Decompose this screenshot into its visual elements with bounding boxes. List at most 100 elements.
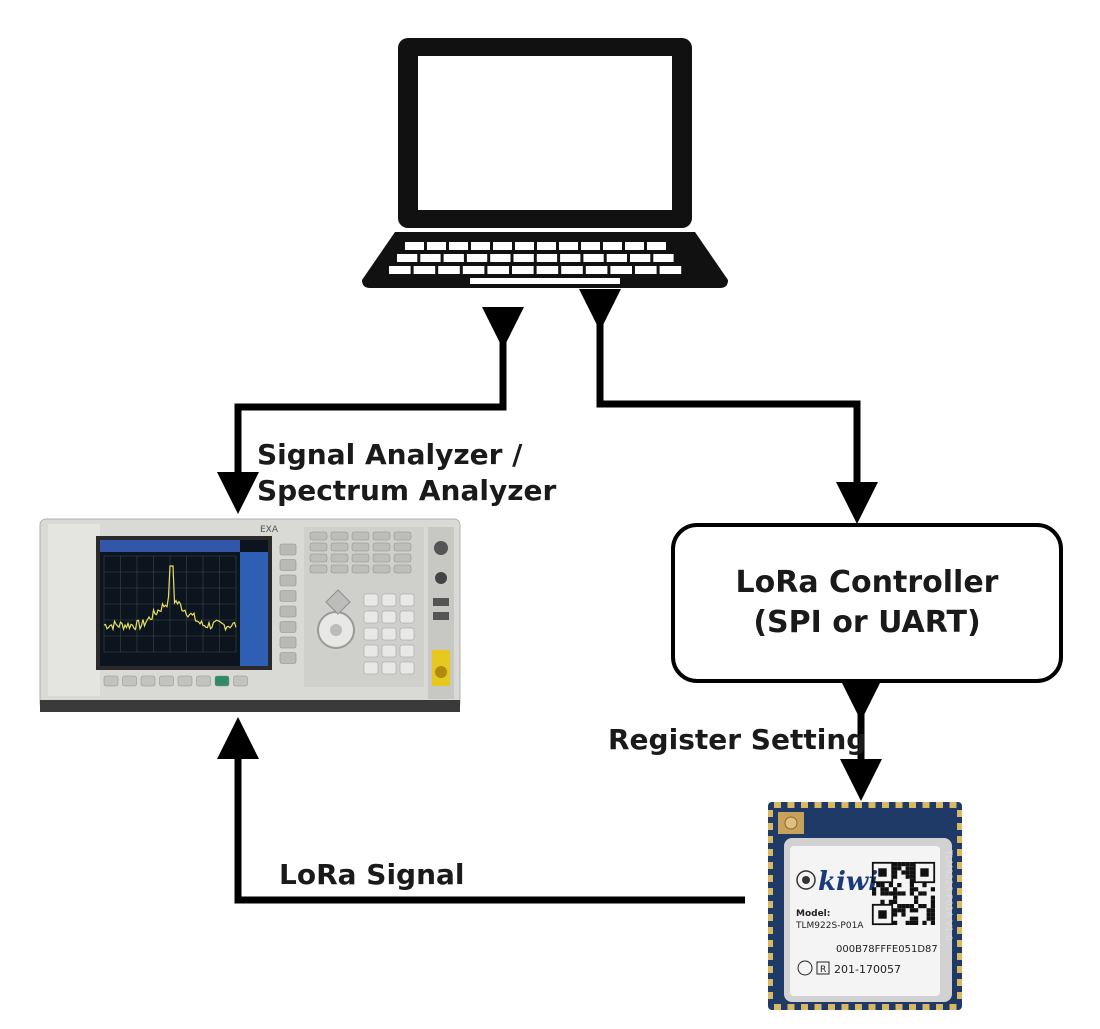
qr-cell [914,908,919,913]
qr-cell [893,891,898,896]
laptop-key [471,242,490,250]
qr-cell [905,870,910,875]
module-pad [882,802,889,808]
qr-cell [876,883,881,888]
link-module-analyzer [217,717,745,904]
module-pad [957,823,962,830]
qr-cell [897,862,902,867]
laptop-key [561,266,583,274]
number-key [399,661,415,675]
qr-cell [893,874,898,879]
panel-key [309,542,328,552]
qr-cell [926,912,931,917]
qr-cell [914,895,919,900]
qr-cell [901,912,906,917]
module-pad [895,802,903,808]
laptop-key [397,254,418,262]
laptop-key [659,266,682,274]
module-pad [909,1004,916,1010]
module-pad [768,888,773,895]
laptop-key [515,242,534,250]
module-pad [768,927,773,934]
qr-cell [930,904,935,909]
laptop-key [560,254,581,262]
analyzer-bottom-keys [103,675,248,687]
bottom-key [196,675,211,687]
laptop-key [647,242,666,250]
module-pad [949,1004,957,1010]
module-pad [801,1004,808,1010]
qr-cell [888,891,893,896]
module-pad [868,802,876,808]
module-pad [787,802,795,808]
qr-cell [926,908,931,913]
qr-cell [893,862,898,867]
module-pad [957,927,962,934]
laptop-key [490,254,511,262]
qr-cell [909,916,914,921]
qr-cell [893,899,898,904]
qr-cell [897,891,902,896]
number-key [399,627,415,641]
qr-finder [871,861,894,884]
module-pad [957,953,962,960]
module-qr-code [871,861,936,926]
laptop-key [559,242,578,250]
module-pad [957,888,962,895]
laptop-key [583,254,604,262]
module-pad [936,1004,943,1010]
qr-finder [913,861,936,884]
qr-cell [884,887,889,892]
panel-key [351,542,370,552]
laptop-key [630,254,651,262]
bottom-key [177,675,193,687]
qr-cell [926,916,931,921]
number-key [363,644,379,658]
module-pad [814,802,822,808]
module-pad [841,802,849,808]
softkey [279,621,297,633]
module-pad [814,1004,822,1010]
qr-cell [909,904,914,909]
module-pad [828,802,835,808]
qr-cell [930,912,935,917]
module-pad [882,1004,889,1010]
number-key [381,644,397,658]
qr-cell [880,887,885,892]
qr-cell [905,874,910,879]
qr-finder-center [920,868,929,877]
panel-key [309,553,328,563]
qr-cell [914,916,919,921]
qr-cell [909,862,914,867]
module-pad [909,802,916,808]
panel-key [309,531,328,541]
bottom-key [140,675,156,687]
qr-cell [901,891,906,896]
lora-module-icon: kiwi Model: TLM922S-P01A 000B78FFFE051D8… [768,802,962,1010]
softkey [279,590,297,602]
module-cert-mark-icon: R [820,965,826,975]
qr-finder-center [878,910,887,919]
lora-controller-box: LoRa Controller (SPI or UART) [671,523,1063,683]
number-key [381,610,397,624]
module-pad [957,914,962,921]
qr-cell [914,899,919,904]
module-pad [855,802,862,808]
panel-key [372,542,391,552]
laptop-key [537,242,556,250]
number-key [363,610,379,624]
module-pad [787,1004,795,1010]
laptop-key [466,254,488,262]
qr-cell [909,883,914,888]
qr-cell [880,899,885,904]
signal-analyzer-label-line2: Spectrum Analyzer [257,474,557,507]
number-key [363,627,379,641]
laptop-key [389,266,411,274]
module-pad [768,862,773,869]
module-pad [768,914,773,921]
qr-cell [893,870,898,875]
module-brand-logo: kiwi [818,867,878,897]
qr-cell [914,920,919,925]
softkey [279,605,297,618]
